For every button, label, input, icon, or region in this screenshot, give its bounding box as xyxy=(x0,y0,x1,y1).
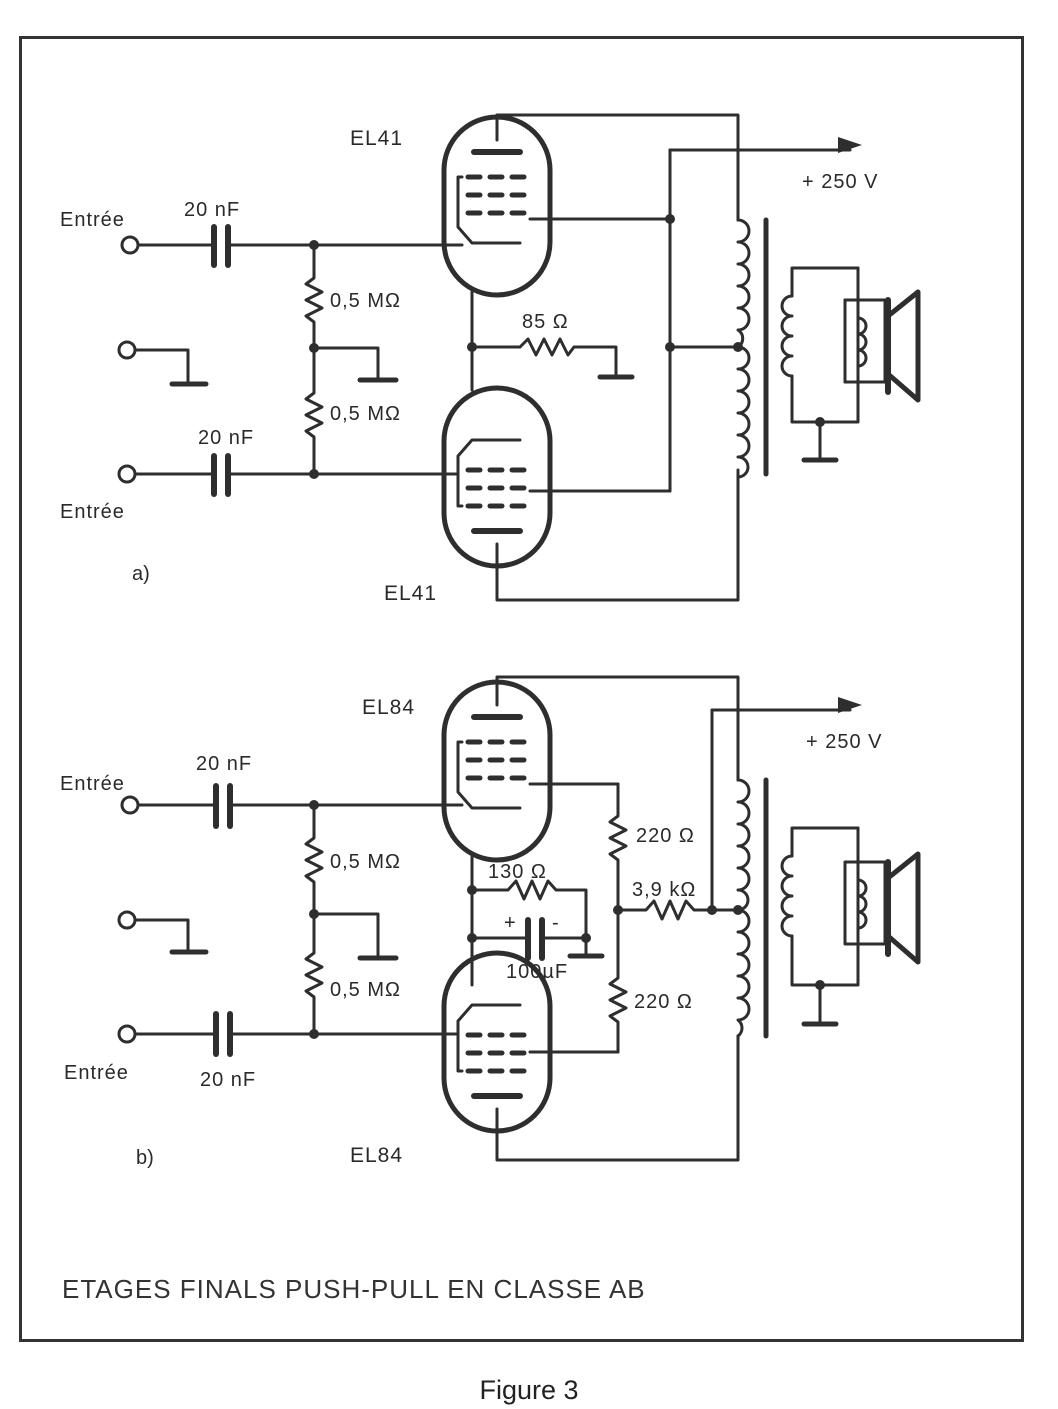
circuit-label-b: b) xyxy=(136,1147,154,1169)
circuit-label-a: a) xyxy=(132,563,150,585)
resistor-label-bottom-b: 0,5 MΩ xyxy=(330,979,401,1001)
ground-terminal-icon xyxy=(117,340,137,360)
diagram-caption: ETAGES FINALS PUSH-PULL EN CLASSE AB xyxy=(62,1274,646,1304)
ground-terminal-icon xyxy=(117,910,137,930)
cathode-resistor-label-b: 130 Ω xyxy=(488,861,547,883)
input-terminal-icon xyxy=(117,1024,137,1044)
supply-label-b: + 250 V xyxy=(806,731,883,753)
capacitor-minus-label: - xyxy=(552,912,560,934)
transformer-icon xyxy=(736,218,751,479)
input-label-top-a: Entrée xyxy=(60,209,125,231)
input-terminal-icon xyxy=(120,235,140,255)
figure-label: Figure 3 xyxy=(479,1375,579,1405)
capacitor-label-top-b: 20 nF xyxy=(196,753,252,775)
resistor-label-bottom-a: 0,5 MΩ xyxy=(330,403,401,425)
screen-resistor-label-top-b: 220 Ω xyxy=(636,825,695,847)
tube-icon xyxy=(444,682,550,860)
capacitor-label-bottom-a: 20 nF xyxy=(198,427,254,449)
diagram-frame xyxy=(19,36,1024,1342)
tube-icon xyxy=(444,388,550,566)
circuit-b xyxy=(117,675,921,1162)
resistor-icon xyxy=(616,899,740,921)
input-label-bottom-a: Entrée xyxy=(60,501,125,523)
tube-icon xyxy=(444,117,550,295)
arrow-icon xyxy=(838,697,862,713)
feed-resistor-label-b: 3,9 kΩ xyxy=(632,879,696,901)
resistor-icon xyxy=(304,268,324,332)
tube-label-top-b: EL84 xyxy=(362,696,415,719)
capacitor-label-top-a: 20 nF xyxy=(184,199,240,221)
resistor-icon xyxy=(304,383,324,447)
resistor-icon xyxy=(608,806,628,870)
tube-label-bottom-a: EL41 xyxy=(384,582,437,605)
tube-label-top-a: EL41 xyxy=(350,127,403,150)
capacitor-plus-label: + xyxy=(504,912,517,934)
resistor-icon xyxy=(304,828,324,892)
input-label-top-b: Entrée xyxy=(60,773,125,795)
resistor-icon xyxy=(304,943,324,1007)
resistor-icon xyxy=(470,879,588,940)
transformer-icon xyxy=(736,778,751,1038)
circuit-a xyxy=(117,113,921,602)
screen-resistor-label-bottom-b: 220 Ω xyxy=(634,991,693,1013)
resistor-label-top-a: 0,5 MΩ xyxy=(330,290,401,312)
supply-label-a: + 250 V xyxy=(802,171,879,193)
cathode-capacitor-label-b: 100µF xyxy=(506,961,568,983)
input-terminal-icon xyxy=(120,795,140,815)
resistor-icon xyxy=(608,968,628,1032)
capacitor-label-bottom-b: 20 nF xyxy=(200,1069,256,1091)
input-label-bottom-b: Entrée xyxy=(64,1062,129,1084)
resistor-icon xyxy=(518,337,618,379)
input-terminal-icon xyxy=(117,464,137,484)
resistor-label-top-b: 0,5 MΩ xyxy=(330,851,401,873)
tube-label-bottom-b: EL84 xyxy=(350,1144,403,1167)
arrow-icon xyxy=(838,137,862,153)
cathode-resistor-label-a: 85 Ω xyxy=(522,311,569,333)
